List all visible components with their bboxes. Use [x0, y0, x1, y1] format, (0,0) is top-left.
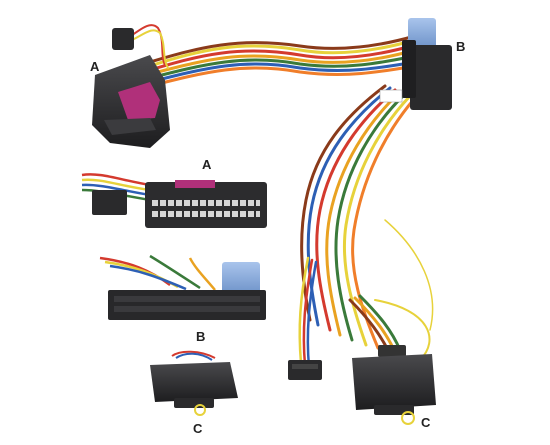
detail-b-connector	[99, 254, 266, 320]
detail-c-box	[150, 350, 238, 416]
label-b-detail: B	[196, 329, 206, 344]
connector-b-top	[379, 18, 452, 110]
small-connector	[288, 360, 322, 380]
label-c-main: C	[421, 415, 431, 430]
detail-a-connector	[81, 173, 267, 228]
label-a-top: A	[90, 59, 100, 74]
interface-box-c-main	[352, 345, 436, 425]
connector-a-top	[92, 28, 170, 148]
label-b-top: B	[456, 39, 466, 54]
label-a-detail: A	[202, 157, 212, 172]
label-c-detail: C	[193, 421, 203, 436]
main-wire-bundle	[124, 24, 434, 369]
